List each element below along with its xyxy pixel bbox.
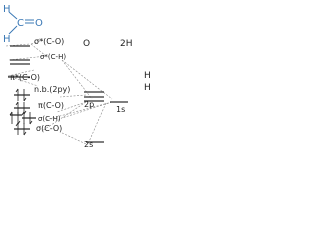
sigma-ch-label: σ(C-H) <box>38 115 61 123</box>
hydrogen-bottom-atom: H <box>3 34 11 45</box>
correlation-line <box>7 69 35 77</box>
electron-spin-up-arrow <box>15 88 19 101</box>
correlation-line <box>87 102 107 145</box>
o-2p-label: 2p <box>84 100 94 109</box>
hydrogen-top-atom: H <box>3 4 11 15</box>
h-1s-label: 1s <box>116 105 125 114</box>
sigma-co-label: σ(C-O) <box>36 124 62 133</box>
ao-levels <box>84 91 128 143</box>
correlation-line <box>30 39 45 45</box>
pi-co-label: π(C-O) <box>38 101 64 110</box>
electron-spin-down-arrow <box>23 123 27 136</box>
nb-2py-label: n.b.(2py) <box>34 85 70 94</box>
hydrogen-right-top-label: H <box>144 71 150 81</box>
electron-spin-up-arrow <box>15 122 19 135</box>
correlation-line <box>61 101 113 119</box>
sigma-star-co-label: σ*(C-O) <box>34 37 64 46</box>
mo-diagram: H C O H O 2H H H <box>3 4 150 149</box>
electron-spin-down-arrow <box>23 89 27 102</box>
correlation-line <box>44 101 113 121</box>
pi-star-co-label: π*(C-O) <box>10 73 40 82</box>
electron-arrows <box>9 88 33 136</box>
hydrogen-column-header: 2H <box>120 39 133 49</box>
correlation-line <box>8 55 47 61</box>
correlation-line <box>59 94 87 98</box>
electron-spin-down-arrow <box>17 112 21 125</box>
carbon-atom: C <box>17 18 24 29</box>
correlation-line <box>56 101 87 113</box>
electron-spin-up-arrow <box>9 111 13 124</box>
oxygen-atom: O <box>35 18 43 29</box>
formaldehyde-structure: H C O H <box>3 4 43 45</box>
correlation-line <box>7 75 39 87</box>
sigma-star-ch-label: σ*(C-H) <box>40 53 66 61</box>
correlation-line <box>61 59 93 100</box>
electron-spin-up-arrow <box>21 111 25 124</box>
o-2s-label: 2s <box>84 140 93 149</box>
ch-bond-top <box>8 11 18 20</box>
correlation-line <box>59 131 87 145</box>
oxygen-column-header: O <box>83 39 90 49</box>
correlation-line <box>41 101 87 132</box>
ch-bond-bottom <box>8 25 18 35</box>
hydrogen-right-bottom-label: H <box>144 83 150 93</box>
electron-spin-down-arrow <box>29 112 33 125</box>
